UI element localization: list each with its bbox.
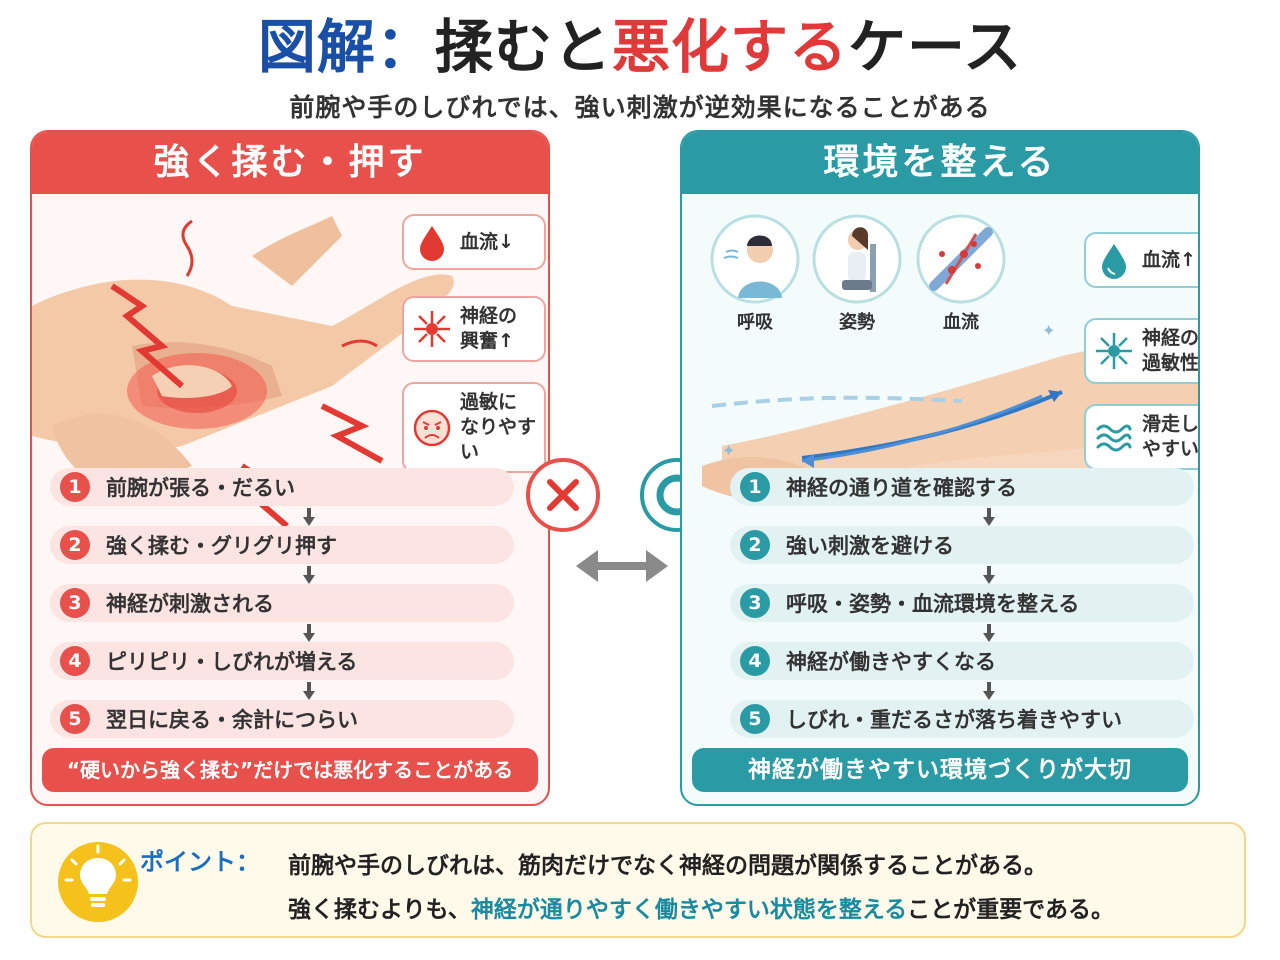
page-title: 図解：揉むと悪化するケース	[0, 10, 1280, 84]
circle-blood-flow: 血流	[916, 214, 1006, 334]
water-drop-icon	[1102, 244, 1126, 279]
step-text: しびれ・重だるさが落ち着きやすい	[786, 708, 1122, 732]
nerve-cell-icon	[1096, 333, 1132, 369]
waves-icon	[1096, 424, 1132, 452]
svg-text:✦: ✦	[722, 441, 735, 460]
step-number: 2	[740, 530, 770, 560]
step-number: 1	[60, 472, 90, 502]
badge-blood-flow-up: 血流↑	[1084, 232, 1198, 288]
arrow-down-icon	[983, 566, 995, 584]
step-number: 3	[740, 588, 770, 618]
circle-label: 血流	[943, 312, 979, 333]
point-line-2-highlight: 神経が通りやすく働きやすい状態を整える	[470, 897, 908, 923]
right-panel-heading: 環境を整える	[682, 132, 1198, 194]
circle-label: 姿勢	[839, 312, 875, 333]
nerve-cell-icon	[414, 311, 450, 347]
left-panel-footer: “硬いから強く揉む”だけでは悪化することがある	[42, 748, 538, 792]
double-arrow-icon	[576, 550, 668, 582]
title-part-2: 揉むと	[434, 13, 612, 81]
step-text: 神経が働きやすくなる	[786, 650, 996, 674]
left-panel: 強く揉む・押す 血流↓ 神経の 興奮↑	[30, 130, 550, 806]
step-row: 3 呼吸・姿勢・血流環境を整える	[730, 584, 1194, 622]
breathing-person-icon	[710, 214, 800, 304]
arrow-down-icon	[303, 624, 315, 642]
point-box: ポイント： 前腕や手のしびれは、筋肉だけでなく神経の問題が関係することがある。 …	[30, 822, 1246, 938]
right-panel-footer: 神経が働きやすい環境づくりが大切	[692, 748, 1188, 792]
massage-arm-illustration	[32, 216, 454, 526]
badge-label: 過敏に なりやすい	[460, 391, 537, 463]
step-number: 2	[60, 530, 90, 560]
step-row: 2 強い刺激を避ける	[730, 526, 1194, 564]
step-row: 3 神経が刺激される	[50, 584, 514, 622]
step-row: 5 しびれ・重だるさが落ち着きやすい	[730, 700, 1194, 738]
step-number: 4	[740, 646, 770, 676]
title-part-4: ケース	[847, 13, 1023, 81]
step-text: 強く揉む・グリグリ押す	[106, 534, 337, 558]
point-line-2-end: ことが重要である。	[907, 897, 1114, 923]
badge-label: 神経の 興奮↑	[460, 305, 518, 352]
step-number: 4	[60, 646, 90, 676]
step-text: 前腕が張る・だるい	[106, 476, 295, 500]
step-row: 4 ピリピリ・しびれが増える	[50, 642, 514, 680]
step-text: 強い刺激を避ける	[786, 534, 954, 558]
point-line-1: 前腕や手のしびれは、筋肉だけでなく神経の問題が関係することがある。	[288, 853, 1047, 879]
badge-glide-easily: 滑走し やすい	[1084, 404, 1200, 470]
arrow-down-icon	[983, 508, 995, 526]
badge-label: 血流↑	[1142, 248, 1196, 271]
badge-label: 神経の 過敏性↓	[1142, 327, 1200, 374]
step-text: 神経の通り道を確認する	[786, 476, 1017, 500]
badge-blood-flow-down: 血流↓	[402, 214, 546, 270]
step-row: 4 神経が働きやすくなる	[730, 642, 1194, 680]
step-number: 5	[60, 704, 90, 734]
cross-mark-icon	[526, 458, 600, 532]
blood-vessel-icon	[916, 214, 1006, 304]
step-text: 呼吸・姿勢・血流環境を整える	[786, 592, 1080, 616]
arrow-down-icon	[983, 624, 995, 642]
step-row: 5 翌日に戻る・余計につらい	[50, 700, 514, 738]
arrow-down-icon	[983, 682, 995, 700]
title-part-1: 図解：	[257, 13, 435, 81]
svg-text:✦: ✦	[1042, 321, 1055, 340]
circle-posture: 姿勢	[812, 214, 902, 334]
step-text: 神経が刺激される	[106, 592, 274, 616]
badge-nerve-excitation: 神経の 興奮↑	[402, 296, 546, 362]
step-row: 2 強く揉む・グリグリ押す	[50, 526, 514, 564]
circle-label: 呼吸	[737, 312, 773, 333]
step-row: 1 前腕が張る・だるい	[50, 468, 514, 506]
arrow-down-icon	[303, 682, 315, 700]
step-number: 5	[740, 704, 770, 734]
step-number: 1	[740, 472, 770, 502]
step-number: 3	[60, 588, 90, 618]
point-line-2-start: 強く揉むよりも、	[288, 897, 471, 923]
arrow-down-icon	[303, 508, 315, 526]
title-part-3: 悪化する	[611, 13, 848, 81]
step-row: 1 神経の通り道を確認する	[730, 468, 1194, 506]
page-subtitle: 前腕や手のしびれでは、強い刺激が逆効果になることがある	[289, 93, 991, 122]
step-text: ピリピリ・しびれが増える	[106, 650, 358, 674]
circle-breathing: 呼吸	[710, 214, 800, 334]
badge-label: 滑走し やすい	[1142, 413, 1200, 460]
posture-person-icon	[812, 214, 902, 304]
upset-face-icon	[413, 409, 451, 446]
left-panel-heading: 強く揉む・押す	[32, 132, 548, 194]
blood-drop-icon	[420, 226, 444, 261]
point-line-2: 強く揉むよりも、神経が通りやすく働きやすい状態を整えることが重要である。	[288, 890, 1114, 924]
badge-hypersensitive: 過敏に なりやすい	[402, 382, 546, 473]
lightbulb-icon	[58, 842, 138, 922]
right-panel: 環境を整える ✦ ✦ 呼吸	[680, 130, 1200, 806]
point-label: ポイント：	[140, 848, 260, 876]
arrow-down-icon	[303, 566, 315, 584]
step-text: 翌日に戻る・余計につらい	[106, 708, 358, 732]
badge-label: 血流↓	[460, 230, 514, 253]
badge-nerve-sensitivity-down: 神経の 過敏性↓	[1084, 318, 1200, 384]
